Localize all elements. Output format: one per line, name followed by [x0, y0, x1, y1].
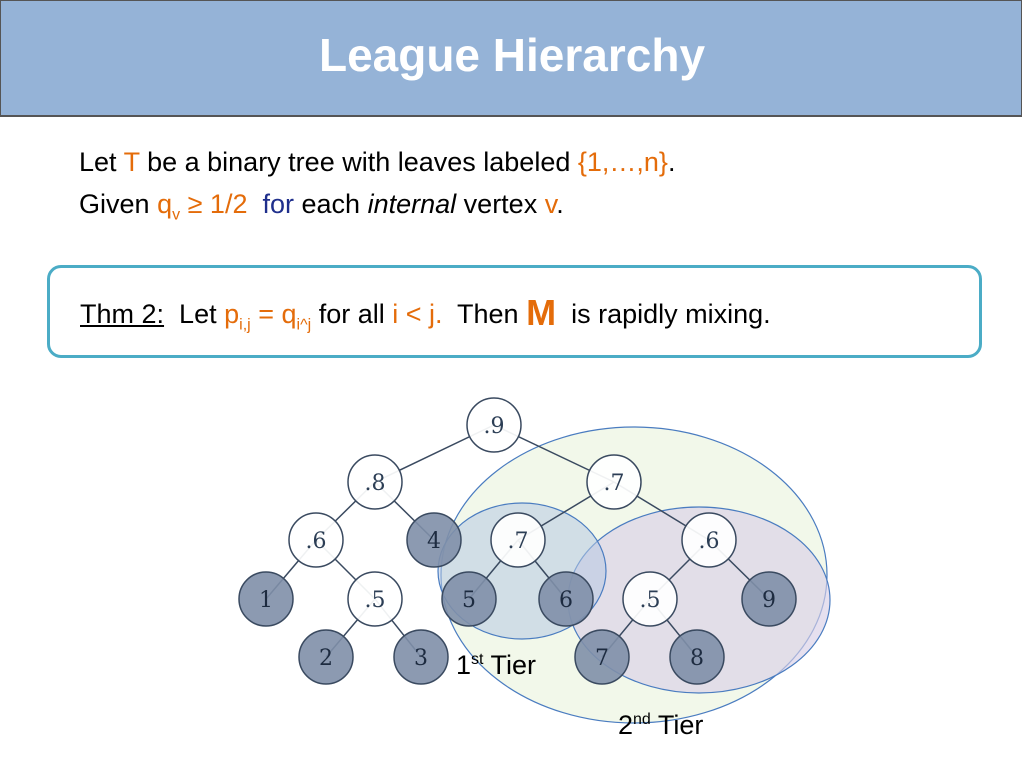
theorem-then: Then — [457, 299, 519, 329]
leaf-node-leaf2: 2 — [298, 629, 354, 685]
for-text: for — [262, 189, 294, 219]
node-label: .5 — [365, 588, 386, 613]
leaf-node-leaf7: 7 — [574, 629, 630, 685]
internal-node-n5b: .5 — [622, 571, 678, 627]
leaf-node-leaf6: 6 — [538, 571, 594, 627]
node-label: 6 — [559, 588, 573, 613]
leaf-node-leaf9: 9 — [741, 571, 797, 627]
first-tier-label: 1st Tier — [456, 650, 536, 680]
node-circle — [574, 629, 630, 685]
node-label: 1 — [259, 588, 273, 613]
intro-line-2: Given qv ≥ 1/2 for each internal vertex … — [79, 189, 564, 224]
node-circle — [238, 571, 294, 627]
node-circle — [466, 397, 522, 453]
theorem-box — [47, 265, 982, 358]
node-label: 8 — [690, 646, 704, 671]
leaf-set: {1,…,n} — [577, 147, 668, 177]
given-text: Given — [79, 189, 150, 219]
node-circle — [490, 512, 546, 568]
internal-node-n8: .8 — [347, 454, 403, 510]
node-circle — [441, 571, 497, 627]
node-label: .6 — [699, 529, 720, 554]
theorem-label: Thm 2: — [80, 299, 165, 329]
markov-chain-symbol: M — [526, 292, 557, 333]
node-label: .6 — [306, 529, 327, 554]
q-symbol: qv ≥ 1/2 — [157, 189, 248, 224]
node-label: .8 — [365, 471, 386, 496]
each-text: each — [301, 189, 361, 219]
theorem-condition: i < j. — [392, 299, 443, 329]
tree-symbol: T — [123, 147, 140, 177]
node-label: .5 — [640, 588, 661, 613]
node-circle — [393, 629, 449, 685]
node-label: 9 — [762, 588, 776, 613]
node-label: 3 — [414, 646, 428, 671]
v-symbol: v — [544, 189, 557, 219]
internal-text: internal — [367, 189, 457, 219]
theorem-formula: pi,j = qi^j — [224, 299, 312, 334]
theorem-let: Let — [179, 299, 217, 329]
internal-node-n6b: .6 — [681, 512, 737, 568]
theorem-for-all: for all — [318, 299, 385, 329]
node-circle — [741, 571, 797, 627]
node-label: .7 — [604, 471, 625, 496]
leaf-node-leaf3: 3 — [393, 629, 449, 685]
internal-node-n7: .7 — [586, 454, 642, 510]
node-circle — [681, 512, 737, 568]
period: . — [667, 147, 676, 177]
node-circle — [538, 571, 594, 627]
let-text: Let — [79, 147, 117, 177]
leaf-node-leaf8: 8 — [669, 629, 725, 685]
node-label: 2 — [319, 646, 333, 671]
second-tier-label: 2nd Tier — [618, 710, 704, 740]
node-label: 5 — [462, 588, 476, 613]
title-bar — [0, 0, 1022, 117]
node-circle — [347, 454, 403, 510]
theorem-conclusion: is rapidly mixing. — [571, 299, 771, 329]
node-circle — [622, 571, 678, 627]
node-circle — [288, 512, 344, 568]
node-label: .9 — [484, 414, 505, 439]
node-label: 7 — [595, 646, 609, 671]
node-circle — [406, 512, 462, 568]
node-label: 4 — [427, 529, 441, 554]
node-circle — [298, 629, 354, 685]
node-circle — [586, 454, 642, 510]
theorem-text: Thm 2: Let pi,j = qi^j for all i < j. Th… — [80, 290, 771, 334]
node-circle — [669, 629, 725, 685]
period: . — [556, 189, 564, 219]
internal-node-n7b: .7 — [490, 512, 546, 568]
internal-node-n5a: .5 — [347, 571, 403, 627]
leaf-node-leaf5: 5 — [441, 571, 497, 627]
node-label: .7 — [508, 529, 529, 554]
internal-node-n6a: .6 — [288, 512, 344, 568]
internal-node-root: .9 — [466, 397, 522, 453]
vertex-text: vertex — [463, 189, 538, 219]
leaf-node-leaf1: 1 — [238, 571, 294, 627]
intro-line-1: Let T be a binary tree with leaves label… — [79, 147, 675, 178]
leaf-node-leaf4: 4 — [406, 512, 462, 568]
node-circle — [347, 571, 403, 627]
intro-text: be a binary tree with leaves labeled — [147, 147, 571, 177]
page-title: League Hierarchy — [318, 29, 706, 81]
